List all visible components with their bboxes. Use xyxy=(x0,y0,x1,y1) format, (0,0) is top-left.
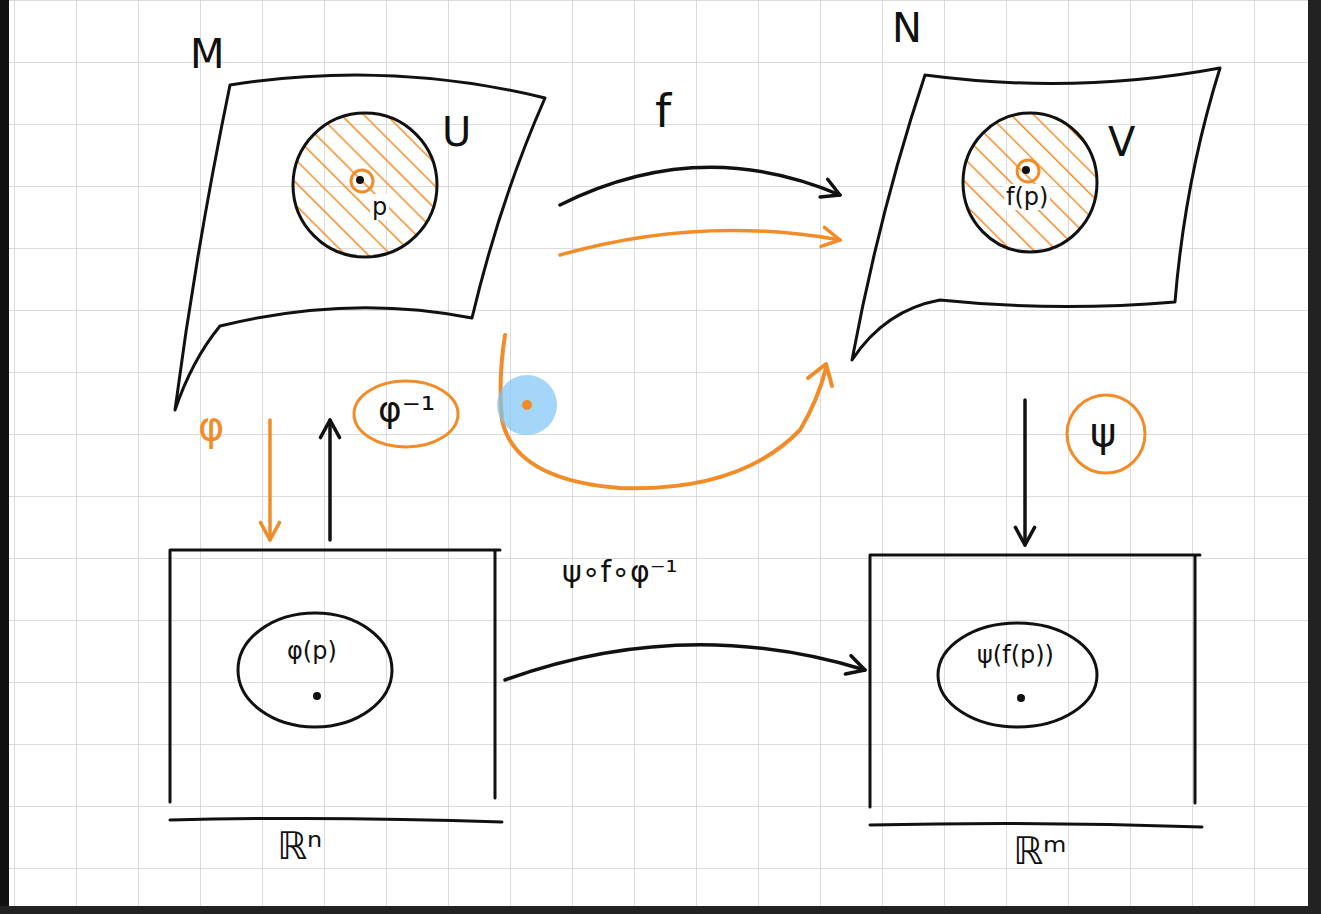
node-label-holder: ψ(f(p)) xyxy=(977,642,1054,668)
node-label: V xyxy=(1108,120,1135,164)
node-label: U xyxy=(442,110,471,154)
map-label: φ xyxy=(198,404,224,448)
node-text-holder: p xyxy=(370,194,389,220)
map-arrow xyxy=(1015,400,1034,545)
frame-edge xyxy=(0,906,1321,914)
map-label-holder: f xyxy=(655,86,671,137)
highlight-circle xyxy=(1067,395,1145,473)
arrow-line xyxy=(505,645,865,680)
point-dot xyxy=(1017,694,1025,702)
arrow-head xyxy=(845,656,865,674)
node-text-holder: f(p) xyxy=(1004,184,1050,210)
diagram-node: ψ(f(p)) xyxy=(935,620,1100,730)
point-highlight xyxy=(1017,160,1039,182)
arrow-head xyxy=(320,420,339,438)
diagram-node: ℝⁿ φ(p) xyxy=(165,540,505,870)
arrow-head xyxy=(820,179,840,197)
map-arrow xyxy=(560,167,840,205)
point-dot xyxy=(313,692,321,700)
arrow-line xyxy=(560,167,840,205)
image-region xyxy=(238,613,392,727)
node-label: ψ(f(p)) xyxy=(977,642,1054,668)
point-dot xyxy=(356,176,364,184)
map-arrow xyxy=(260,420,279,540)
diagram-node: Up xyxy=(290,110,440,260)
open-set-disk xyxy=(963,113,1097,252)
map-arrow xyxy=(560,227,840,255)
diagram-node: M Up xyxy=(160,30,560,420)
node-label-holder: V xyxy=(1108,120,1135,164)
node-outline xyxy=(865,545,1205,875)
node-label-holder: N xyxy=(892,6,922,50)
diagram-node: Vf(p) xyxy=(960,110,1100,255)
diagram-node: φ(p) xyxy=(235,610,395,730)
node-label: ℝⁿ xyxy=(277,826,322,868)
map-label-holder: ψ xyxy=(1090,410,1116,454)
node-label-holder: ℝⁿ xyxy=(277,826,322,868)
point-dot xyxy=(1022,166,1030,174)
manifold-sheet xyxy=(175,75,545,410)
euclidean-plane xyxy=(870,555,1202,827)
open-set-disk xyxy=(293,113,437,257)
frame-edge xyxy=(0,0,9,914)
frame-edge xyxy=(1308,0,1321,914)
diagram-node: NVf(p) xyxy=(840,10,1240,400)
node-label: M xyxy=(190,32,225,76)
node-text: p xyxy=(370,194,389,220)
node-label-holder: φ(p) xyxy=(287,638,337,664)
map-label-holder: φ xyxy=(198,404,224,448)
map-label: ψ xyxy=(1090,410,1116,454)
arrow-head xyxy=(821,227,840,246)
map-arrow xyxy=(505,645,865,680)
node-outline xyxy=(935,620,1100,730)
node-text: f(p) xyxy=(1004,184,1050,210)
node-outline xyxy=(235,610,395,730)
arrow-line xyxy=(268,420,272,540)
arrow-line xyxy=(1023,400,1027,545)
euclidean-plane xyxy=(170,550,502,822)
node-label: ℝᵐ xyxy=(1013,831,1067,873)
map-label-holder: ψ∘f∘φ⁻¹ xyxy=(562,555,678,588)
arrow-line xyxy=(328,420,332,540)
cursor-dot xyxy=(497,375,557,435)
node-label: N xyxy=(892,6,922,50)
node-outline xyxy=(960,110,1100,255)
point-highlight xyxy=(351,170,373,192)
arrow-head xyxy=(1015,527,1034,545)
arrow-line xyxy=(560,230,840,255)
node-label-holder: M xyxy=(190,32,225,76)
map-label-holder: φ⁻¹ xyxy=(378,390,435,430)
node-outline xyxy=(165,540,505,870)
node-label: φ(p) xyxy=(287,638,337,664)
map-label: ψ∘f∘φ⁻¹ xyxy=(562,555,678,588)
map-label: f xyxy=(655,86,671,137)
arrow-head xyxy=(260,522,279,540)
highlight-ellipse xyxy=(354,381,458,447)
map-arrow xyxy=(320,420,339,540)
image-region xyxy=(938,623,1097,727)
node-outline xyxy=(290,110,440,260)
diagram-node: ℝᵐ ψ(f(p)) xyxy=(865,545,1205,875)
cursor-center xyxy=(522,400,532,410)
node-label-holder: ℝᵐ xyxy=(1013,831,1067,873)
manifold-sheet xyxy=(852,68,1220,360)
arrow-head xyxy=(808,364,832,386)
map-label: φ⁻¹ xyxy=(378,390,435,430)
node-label-holder: U xyxy=(442,110,471,154)
